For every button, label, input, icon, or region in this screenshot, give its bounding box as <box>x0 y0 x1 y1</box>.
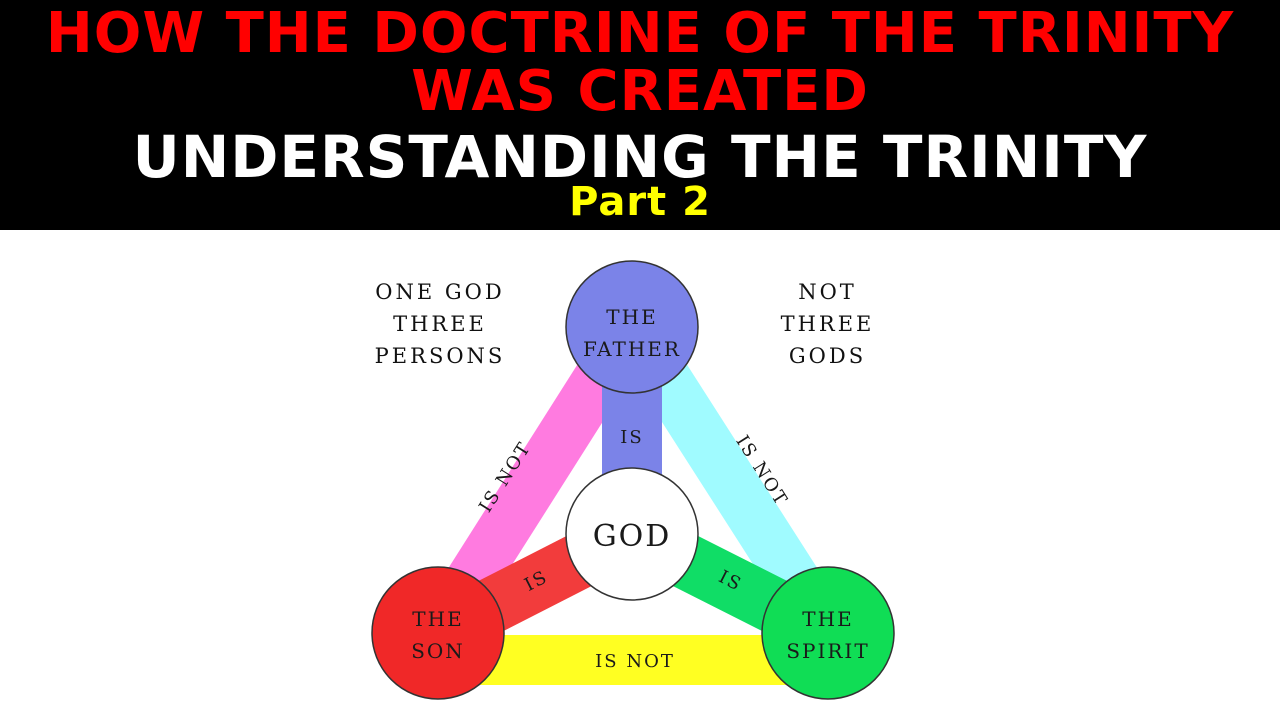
node-son <box>371 566 505 700</box>
father-label-line-2: FATHER <box>583 337 681 361</box>
note-one-god-three-persons: ONE GOD THREE PERSONS <box>360 276 520 372</box>
note-right-line-2: THREE <box>780 312 875 336</box>
spirit-label-line-2: SPIRIT <box>786 639 869 663</box>
note-left-line-1: ONE GOD <box>375 280 505 304</box>
label-son-spirit: IS NOT <box>595 651 675 672</box>
node-father <box>565 260 699 394</box>
subtitle: UNDERSTANDING THE TRINITY <box>132 123 1148 191</box>
label-father-god: IS <box>620 427 643 448</box>
node-spirit <box>761 566 895 700</box>
title-line-1: HOW THE DOCTRINE OF THE TRINITY <box>45 1 1235 66</box>
note-left-line-3: PERSONS <box>374 344 506 368</box>
note-left-line-2: THREE <box>393 312 487 336</box>
son-label-line-2: SON <box>411 639 465 663</box>
son-label-line-1: THE <box>412 607 463 631</box>
part-label: Part 2 <box>569 179 711 225</box>
note-right-line-1: NOT <box>798 280 857 304</box>
node-god <box>565 467 699 601</box>
god-label: GOD <box>593 519 672 554</box>
father-label-line-1: THE <box>606 305 657 329</box>
title-banner: HOW THE DOCTRINE OF THE TRINITY WAS CREA… <box>0 0 1280 230</box>
title-line-2: WAS CREATED <box>411 59 869 124</box>
note-not-three-gods: NOT THREE GODS <box>755 276 900 372</box>
note-right-line-3: GODS <box>788 344 867 368</box>
spirit-label-line-1: THE <box>802 607 853 631</box>
